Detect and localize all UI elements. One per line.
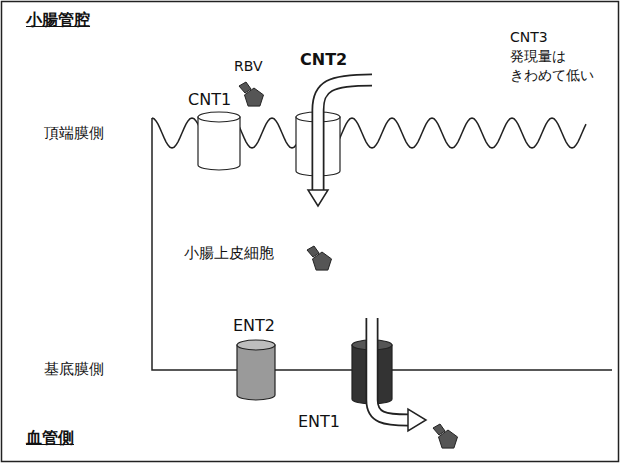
transporter: CNT1: [198, 112, 240, 170]
region-label: 血管側: [26, 428, 74, 448]
transport-arrow: [372, 318, 426, 431]
transporter-cylinder: [198, 112, 240, 170]
rbv-molecule: [433, 424, 458, 448]
transporter: ENT1: [352, 340, 392, 404]
cell-label: 小腸上皮細胞: [184, 244, 274, 263]
membrane-label: 基底膜側: [44, 360, 104, 379]
rbv-molecule: [307, 246, 332, 270]
region-label: 小腸管腔: [26, 10, 90, 30]
note: CNT3 発現量は きわめて低い: [510, 28, 602, 85]
transporter-cylinder: [296, 112, 340, 176]
molecule-label: RBV: [234, 58, 262, 76]
rbv-molecule: [239, 82, 264, 106]
transporter-name: ENT1: [298, 412, 340, 432]
transport-arrow: [308, 80, 372, 206]
transporter-cylinder: [352, 340, 392, 404]
transporter-cylinder: [237, 340, 275, 400]
transporter-name: CNT1: [188, 90, 231, 110]
transporter: ENT2: [237, 340, 275, 400]
transporter-name: CNT2: [300, 50, 347, 70]
membrane-label: 頂端膜側: [44, 124, 104, 143]
transporter-name: ENT2: [233, 316, 275, 336]
basal-membrane: [152, 118, 612, 370]
transporter: CNT2: [296, 112, 340, 176]
